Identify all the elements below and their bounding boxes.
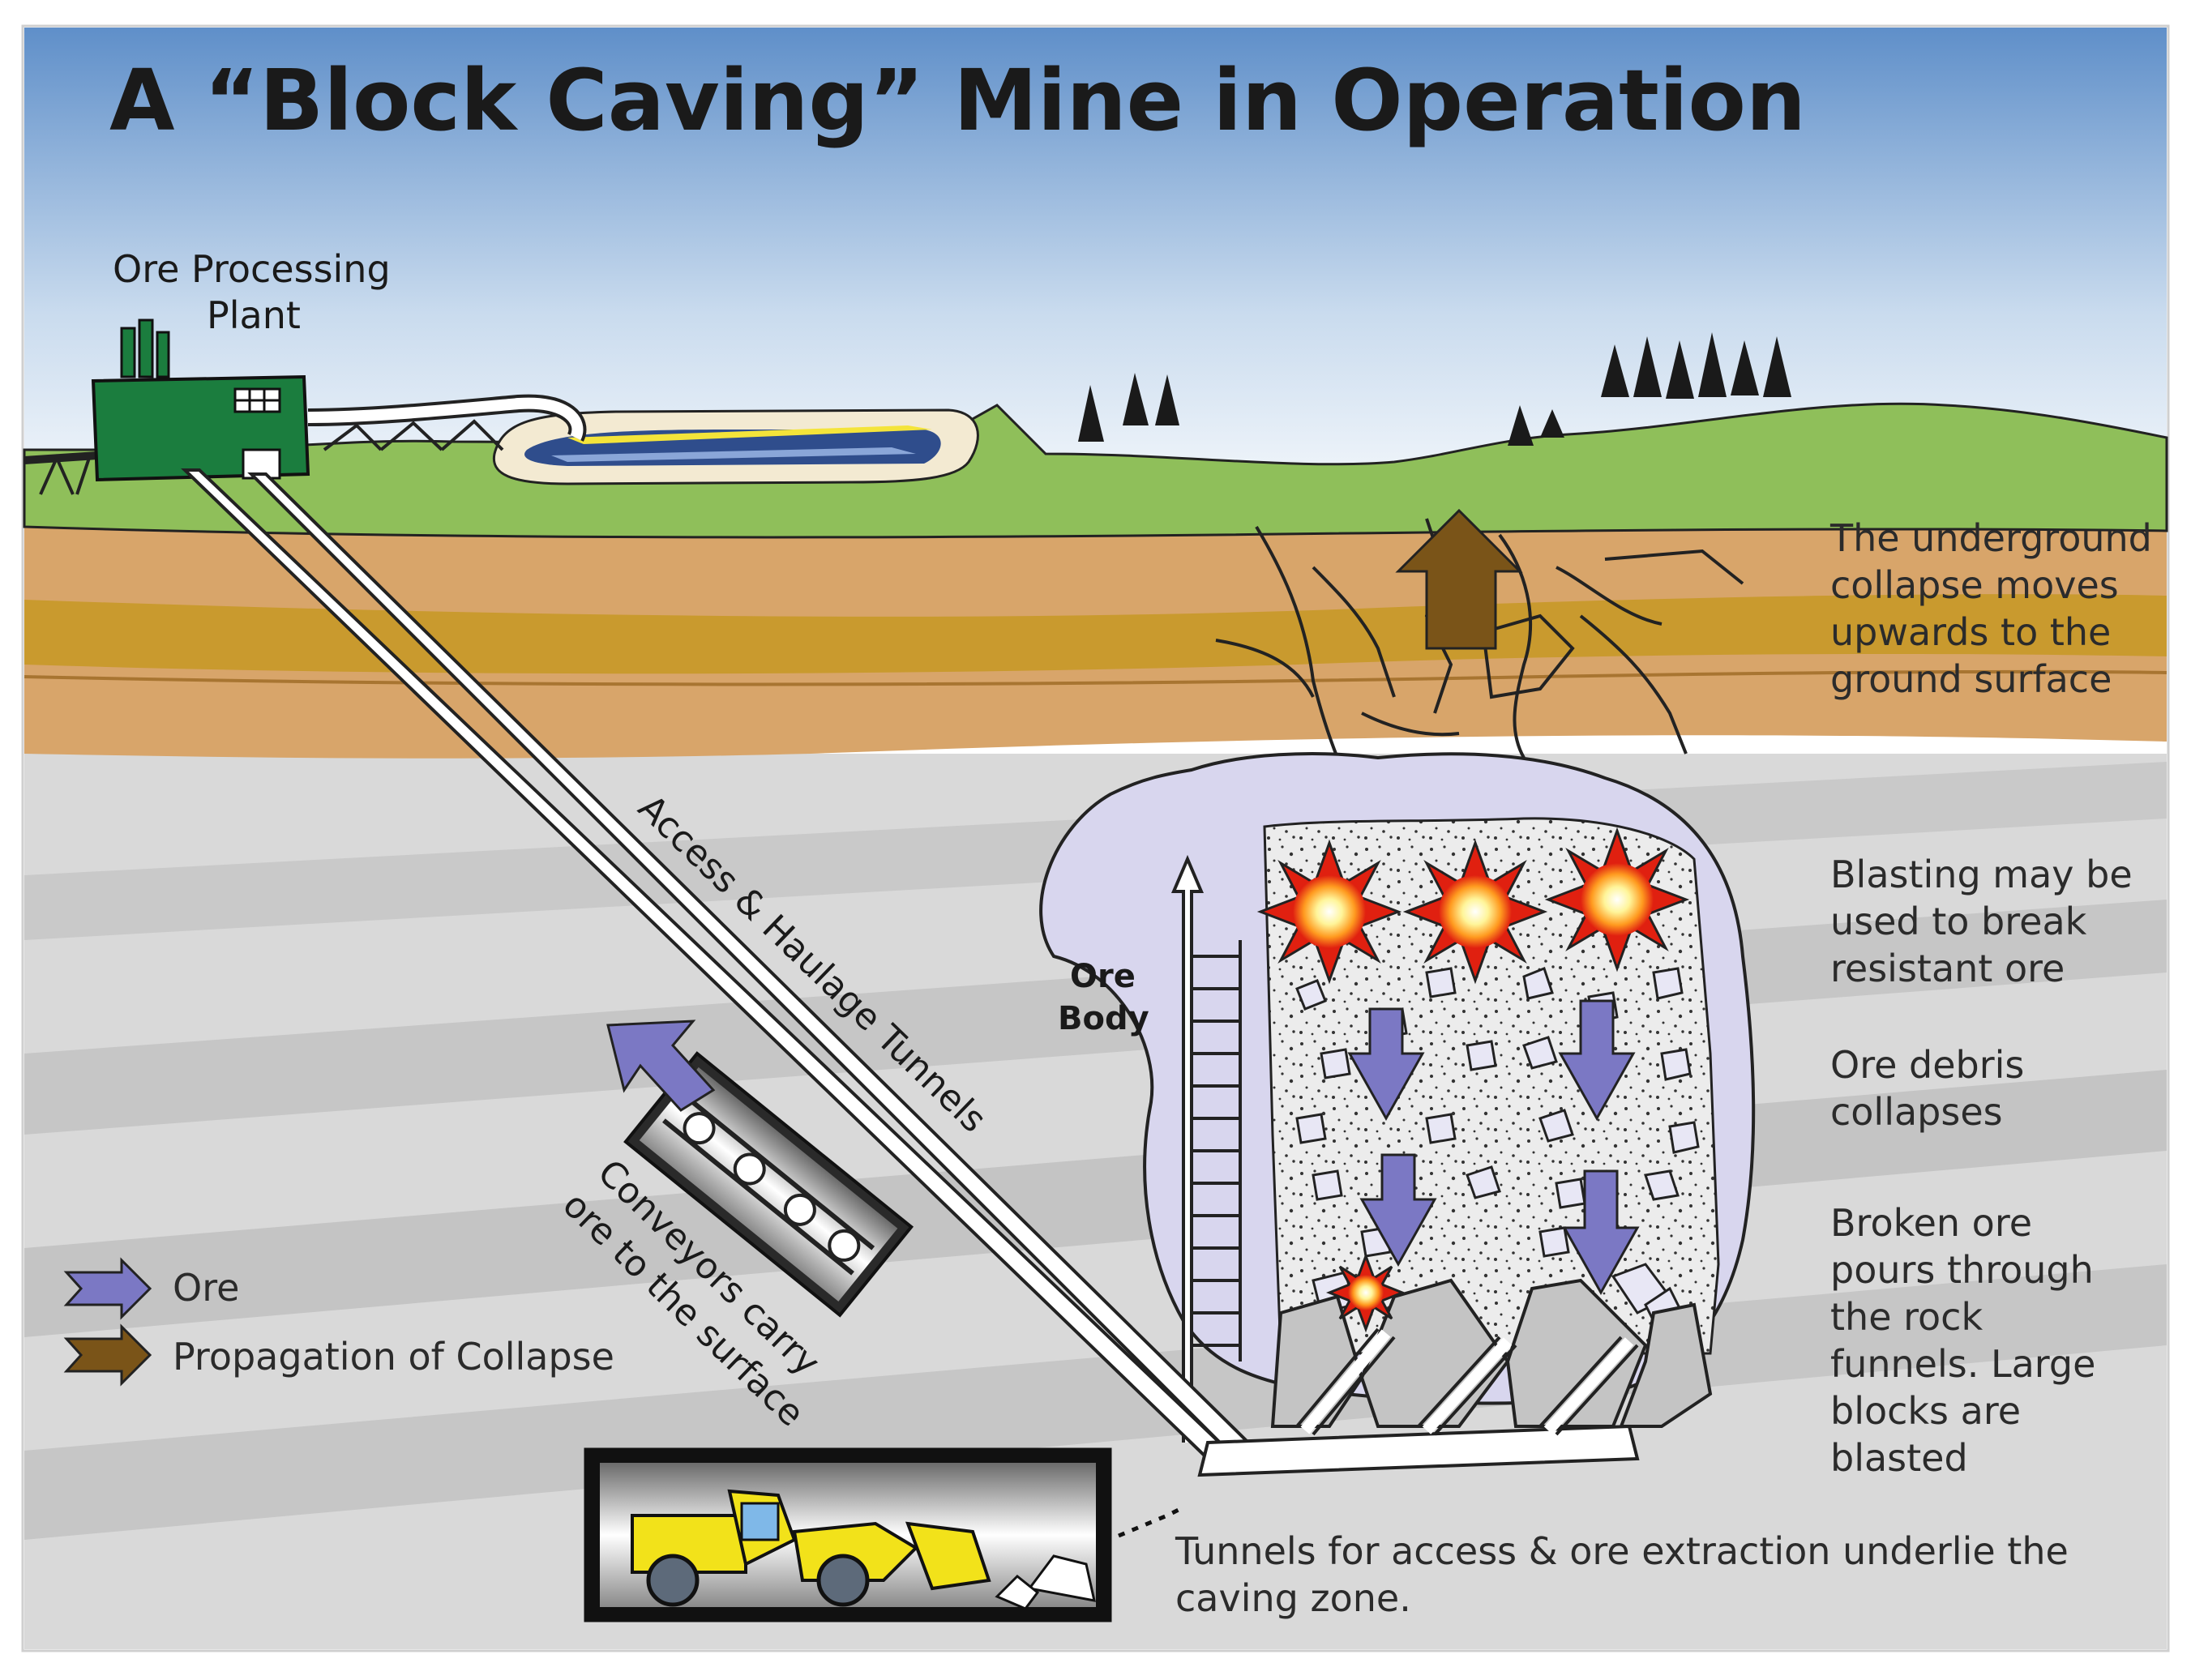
blast-3 (1544, 827, 1690, 973)
ore-arrow-down (1347, 1007, 1425, 1122)
annotation-broken-line: blasted (1830, 1436, 1968, 1480)
conveyor-inset (623, 1051, 914, 1318)
blast-1 (1256, 839, 1402, 985)
annotation-broken-ore: Broken ore pours through the rock funnel… (1830, 1201, 2095, 1480)
trees-right (1508, 332, 1791, 446)
annotation-blasting-line: Blasting may be (1830, 853, 2133, 896)
legend-collapse-arrow (63, 1323, 152, 1387)
ore-arrow-down (1558, 999, 1636, 1122)
annotation-broken-line: the rock (1830, 1295, 1983, 1339)
annotation-broken-line: Broken ore (1830, 1201, 2032, 1245)
plant-label-line1: Ore Processing (113, 247, 391, 291)
ore-arrow-down (1562, 1169, 1640, 1296)
annotation-debris: Ore debris collapses (1830, 1043, 2024, 1134)
slurry-pipeline (307, 394, 587, 451)
annotation-broken-line: blocks are (1830, 1389, 2021, 1433)
ore-processing-plant (91, 318, 310, 482)
annotation-blasting-line: resistant ore (1830, 947, 2065, 990)
frame-border (21, 24, 2170, 1652)
ore-flow-arrows (606, 999, 1640, 1296)
blast-small (1325, 1252, 1406, 1333)
annotation-blasting-line: used to break (1830, 900, 2087, 943)
annotation-debris-line: Ore debris (1830, 1043, 2024, 1087)
ore-arrow-down (1359, 1153, 1437, 1267)
annotation-tunnels-line: Tunnels for access & ore extraction unde… (1175, 1529, 2069, 1573)
leader-line-tunnels (1118, 1505, 1185, 1538)
annotation-broken-line: pours through (1830, 1248, 2094, 1292)
surface-conveyor (24, 451, 98, 495)
tailings-pond (492, 408, 979, 485)
ore-body-label-line2: Body (1058, 1000, 1149, 1037)
soil-band-dark-line (24, 669, 2167, 686)
extraction-level-tunnel (1197, 1327, 1640, 1477)
annotation-collapse-line: ground surface (1830, 657, 2112, 701)
annotation-broken-line: funnels. Large (1830, 1342, 2095, 1386)
annotation-tunnels-line: caving zone. (1175, 1576, 1411, 1620)
annotation-collapse-line: The underground (1829, 516, 2152, 560)
lhd-loader (631, 1489, 991, 1607)
ore-arrow-up-left (606, 1020, 716, 1112)
legend-ore-arrow (63, 1257, 152, 1320)
legend-collapse-label: Propagation of Collapse (173, 1335, 614, 1379)
ventilation-raise (1170, 854, 1242, 1443)
annotation-collapse-line: upwards to the (1830, 610, 2111, 654)
legend-ore-label: Ore (173, 1266, 239, 1310)
broken-ore-pile (995, 1554, 1096, 1610)
loader-inset (584, 1447, 1112, 1622)
diagram-title: A “Block Caving” Mine in Operation (109, 51, 1806, 150)
annotation-debris-line: collapses (1830, 1090, 2003, 1134)
annotation-collapse: The underground collapse moves upwards t… (1829, 516, 2152, 701)
blast-markers (1256, 827, 1690, 1333)
collapse-propagation-arrow (1395, 508, 1523, 650)
annotation-blasting: Blasting may be used to break resistant … (1830, 853, 2133, 990)
annotation-collapse-line: collapse moves (1830, 563, 2119, 607)
trees-left (1078, 373, 1179, 442)
annotation-tunnels-access: Tunnels for access & ore extraction unde… (1175, 1529, 2069, 1620)
blast-2 (1402, 839, 1548, 985)
ore-body-label-line1: Ore (1070, 958, 1136, 995)
plant-label-line2: Plant (207, 293, 301, 337)
